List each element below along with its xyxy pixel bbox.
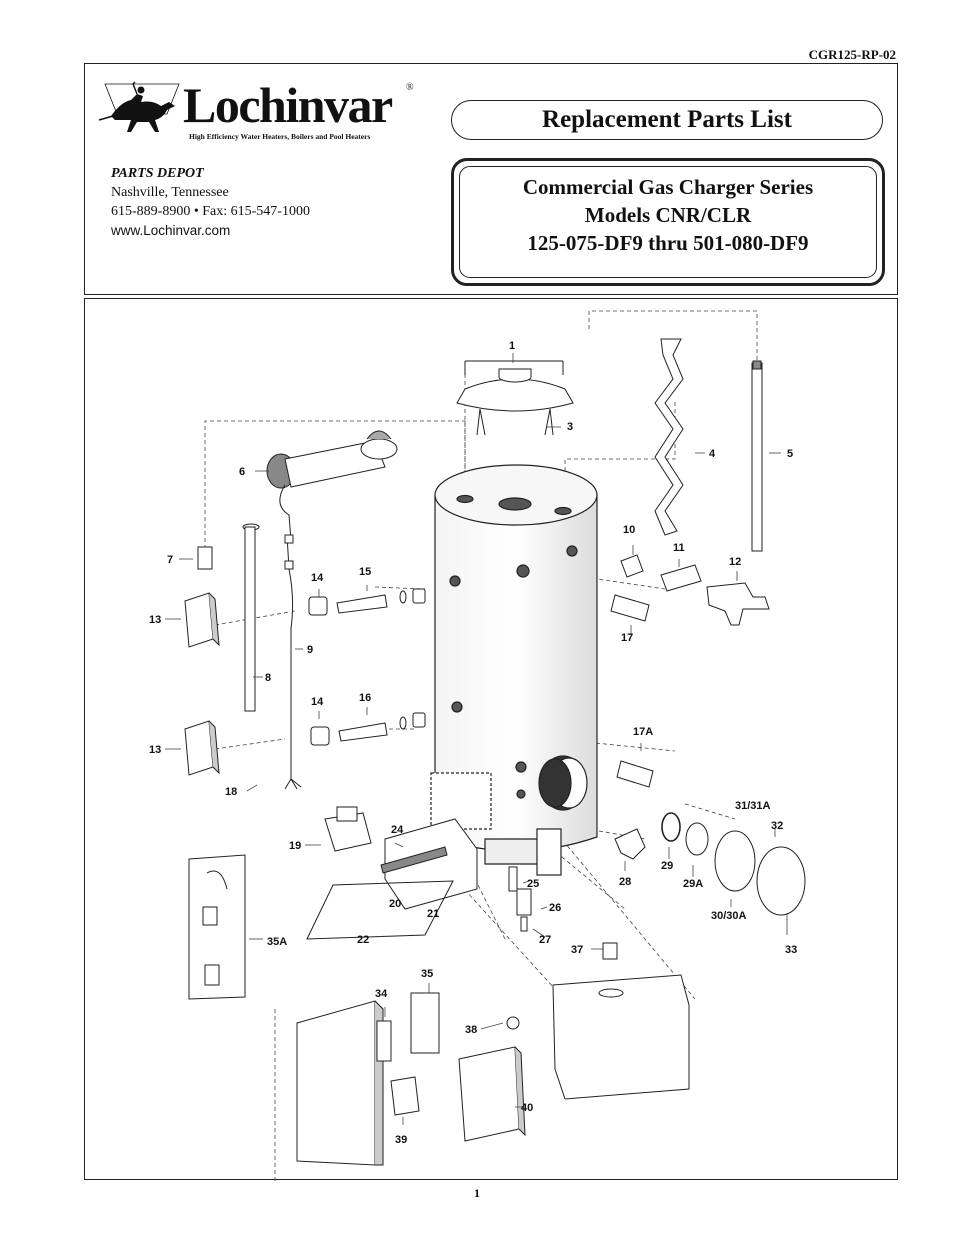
- callout-24: 24: [391, 824, 404, 836]
- model-info-box: Commercial Gas Charger Series Models CNR…: [451, 158, 885, 286]
- callout-31-31a: 31/31A: [735, 800, 771, 812]
- horse-rider-icon: [98, 81, 180, 132]
- callout-27: 27: [539, 934, 551, 946]
- callout-lines: [165, 353, 788, 1125]
- callout-29: 29: [661, 860, 673, 872]
- fittings-28-33: [614, 812, 806, 916]
- callout-35a: 35A: [267, 936, 287, 948]
- callout-17: 17: [621, 632, 633, 644]
- parts-depot-phone: 615-889-8900 • Fax: 615-547-1000: [111, 204, 310, 219]
- document-code: CGR125-RP-02: [808, 47, 896, 62]
- fittings-14-16: [308, 588, 426, 746]
- part-13-jackets: [184, 592, 220, 776]
- callout-28: 28: [619, 876, 631, 888]
- parts-diagram-svg: 1 3 4 5 6 7 8 9 10 11 12 13 13 14 14 15 …: [149, 310, 806, 1181]
- control-box-components: [296, 942, 690, 1166]
- model-names: Models CNR/CLR: [584, 203, 752, 227]
- document-title: Replacement Parts List: [451, 100, 883, 140]
- callout-12: 12: [729, 556, 741, 568]
- left-components: [197, 523, 302, 790]
- callout-40: 40: [521, 1102, 533, 1114]
- callout-13-lower: 13: [149, 744, 161, 756]
- callout-39: 39: [395, 1134, 407, 1146]
- exploded-parts-diagram: 1 3 4 5 6 7 8 9 10 11 12 13 13 14 14 15 …: [84, 298, 898, 1181]
- callout-22: 22: [357, 934, 369, 946]
- logo-registered-mark: ®: [406, 82, 414, 93]
- callout-5: 5: [787, 448, 793, 460]
- callout-35: 35: [421, 968, 433, 980]
- callout-numbers: 1 3 4 5 6 7 8 9 10 11 12 13 13 14 14 15 …: [149, 340, 797, 1146]
- callout-1: 1: [509, 340, 515, 352]
- parts-depot-website: www.Lochinvar.com: [111, 223, 231, 238]
- part-4-flue-baffle: [654, 338, 684, 536]
- callout-38: 38: [465, 1024, 477, 1036]
- callout-21: 21: [427, 908, 439, 920]
- part-35a-thermostat: [188, 854, 246, 1000]
- fittings-10-17a: [610, 554, 770, 788]
- callout-10: 10: [623, 524, 635, 536]
- water-heater-tank: [430, 464, 598, 876]
- series-name: Commercial Gas Charger Series: [522, 175, 814, 199]
- parts-depot-title: PARTS DEPOT: [111, 166, 204, 181]
- callout-14-lower: 14: [311, 696, 324, 708]
- logo-wordmark: Lochinvar: [183, 77, 393, 133]
- callout-20: 20: [389, 898, 401, 910]
- callout-9: 9: [307, 644, 313, 656]
- header-box: Lochinvar ® High Efficiency Water Heater…: [84, 63, 898, 295]
- part-1-top-cover: [456, 360, 574, 436]
- callout-16: 16: [359, 692, 371, 704]
- page-number: 1: [474, 1186, 480, 1200]
- callout-34: 34: [375, 988, 388, 1000]
- part-6-burner: [266, 430, 398, 542]
- parts-depot-contact: PARTS DEPOT Nashville, Tennessee 615-889…: [111, 164, 310, 240]
- callout-37: 37: [571, 944, 583, 956]
- callout-32: 32: [771, 820, 783, 832]
- logo-tagline: High Efficiency Water Heaters, Boilers a…: [189, 132, 371, 141]
- callout-30-30a: 30/30A: [711, 910, 747, 922]
- parts-depot-city: Nashville, Tennessee: [111, 185, 229, 200]
- callout-8: 8: [265, 672, 271, 684]
- callout-33: 33: [785, 944, 797, 956]
- callout-7: 7: [167, 554, 173, 566]
- callout-13-upper: 13: [149, 614, 161, 626]
- callout-17a: 17A: [633, 726, 653, 738]
- callout-3: 3: [567, 421, 573, 433]
- callout-29a: 29A: [683, 878, 703, 890]
- callout-4: 4: [709, 448, 716, 460]
- callout-11: 11: [673, 542, 685, 554]
- callout-15: 15: [359, 566, 371, 578]
- callout-6: 6: [239, 466, 245, 478]
- callout-19: 19: [289, 840, 301, 852]
- lochinvar-logo: Lochinvar ® High Efficiency Water Heater…: [97, 76, 417, 146]
- part-5-anode-rod: [751, 360, 763, 552]
- callout-18: 18: [225, 786, 237, 798]
- callout-25: 25: [527, 878, 539, 890]
- callout-14-upper: 14: [311, 572, 324, 584]
- burner-assembly: [306, 806, 532, 940]
- model-range: 125-075-DF9 thru 501-080-DF9: [527, 231, 809, 255]
- callout-26: 26: [549, 902, 561, 914]
